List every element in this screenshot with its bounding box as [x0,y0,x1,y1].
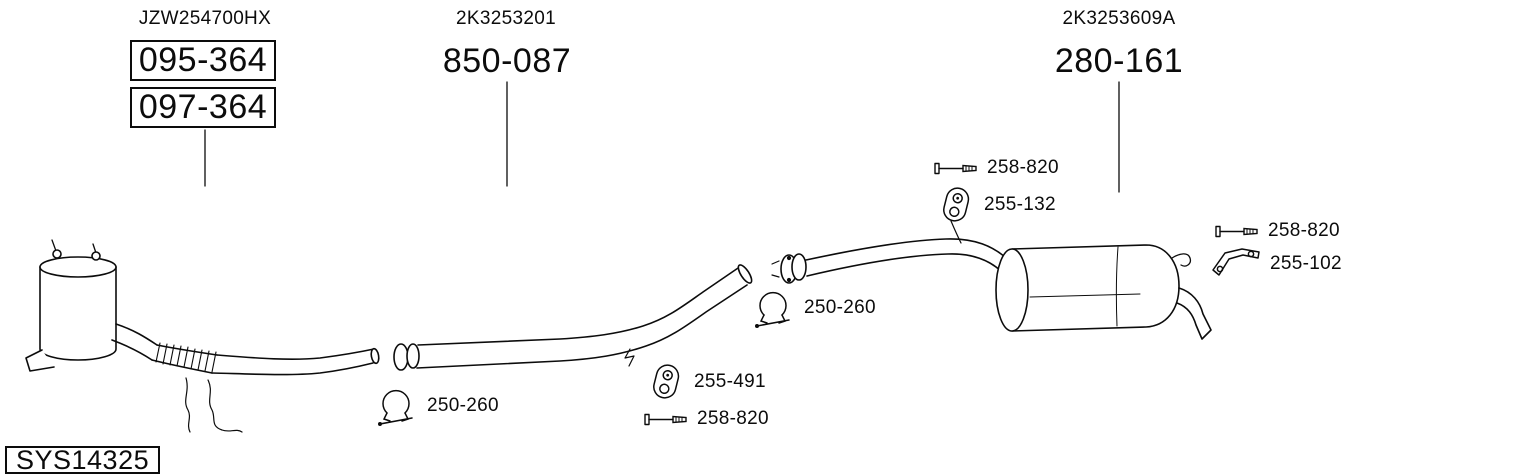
middle-pipe [416,265,748,369]
rubber-hanger-icon [653,364,680,399]
oe-ref-mid: 2K3253201 [456,8,556,29]
callout-label: 255-132 [984,194,1056,215]
tailpipe [1176,287,1212,340]
muffler-hook [1171,253,1192,267]
bolt-icon [934,162,977,174]
rubber-hanger-icon [943,187,970,222]
bolt-icon [644,413,687,425]
rear-pipe [805,238,1006,277]
callout-mid-rubber-hanger: 255-491 [646,363,766,401]
callout-rear-pipe-clamp: 250-260 [750,288,876,328]
sensor-wire [185,377,191,433]
callout-label: 258-820 [1268,220,1340,241]
catalyst-body [39,266,117,361]
system-id-badge: SYS14325 [5,445,161,474]
part-number-mid: 850-087 [442,42,572,80]
part-number-front-1: 095-364 [130,40,276,81]
callout-mid-hanger-bolt: 258-820 [643,408,769,430]
slip-joint [393,343,409,371]
sensor-boss [91,251,101,261]
hanger-pin [624,348,635,367]
rear-muffler [1011,244,1180,332]
oe-ref-front: JZW254700HX [138,8,272,29]
oe-ref-rear: 2K3253609A [1062,8,1176,29]
callout-label: 258-820 [987,157,1059,178]
catalyst-bracket [25,349,55,372]
bracket-icon [1212,248,1260,276]
callout-label: 258-820 [697,408,769,429]
callout-rear-hanger-bolt: 258-820 [933,157,1059,179]
callout-rear-rubber-hanger: 255-132 [936,186,1056,224]
callout-label: 255-102 [1270,253,1342,274]
callout-front-pipe-clamp: 250-260 [373,386,499,426]
sensor-wire [207,379,243,433]
callout-tail-bracket: 255-102 [1210,247,1342,281]
callout-tail-bracket-bolt: 258-820 [1214,220,1340,242]
catalyst-top-rim [39,256,117,278]
callout-label: 250-260 [804,297,876,318]
hanger-rod [950,220,962,244]
callout-label: 250-260 [427,395,499,416]
clamp-icon [378,389,413,426]
sensor-boss [52,249,62,259]
part-number-front-2: 097-364 [130,87,276,128]
clamp-icon [755,291,790,328]
callout-label: 255-491 [694,371,766,392]
part-number-rear: 280-161 [1054,42,1184,80]
bolt-icon [1215,225,1258,237]
